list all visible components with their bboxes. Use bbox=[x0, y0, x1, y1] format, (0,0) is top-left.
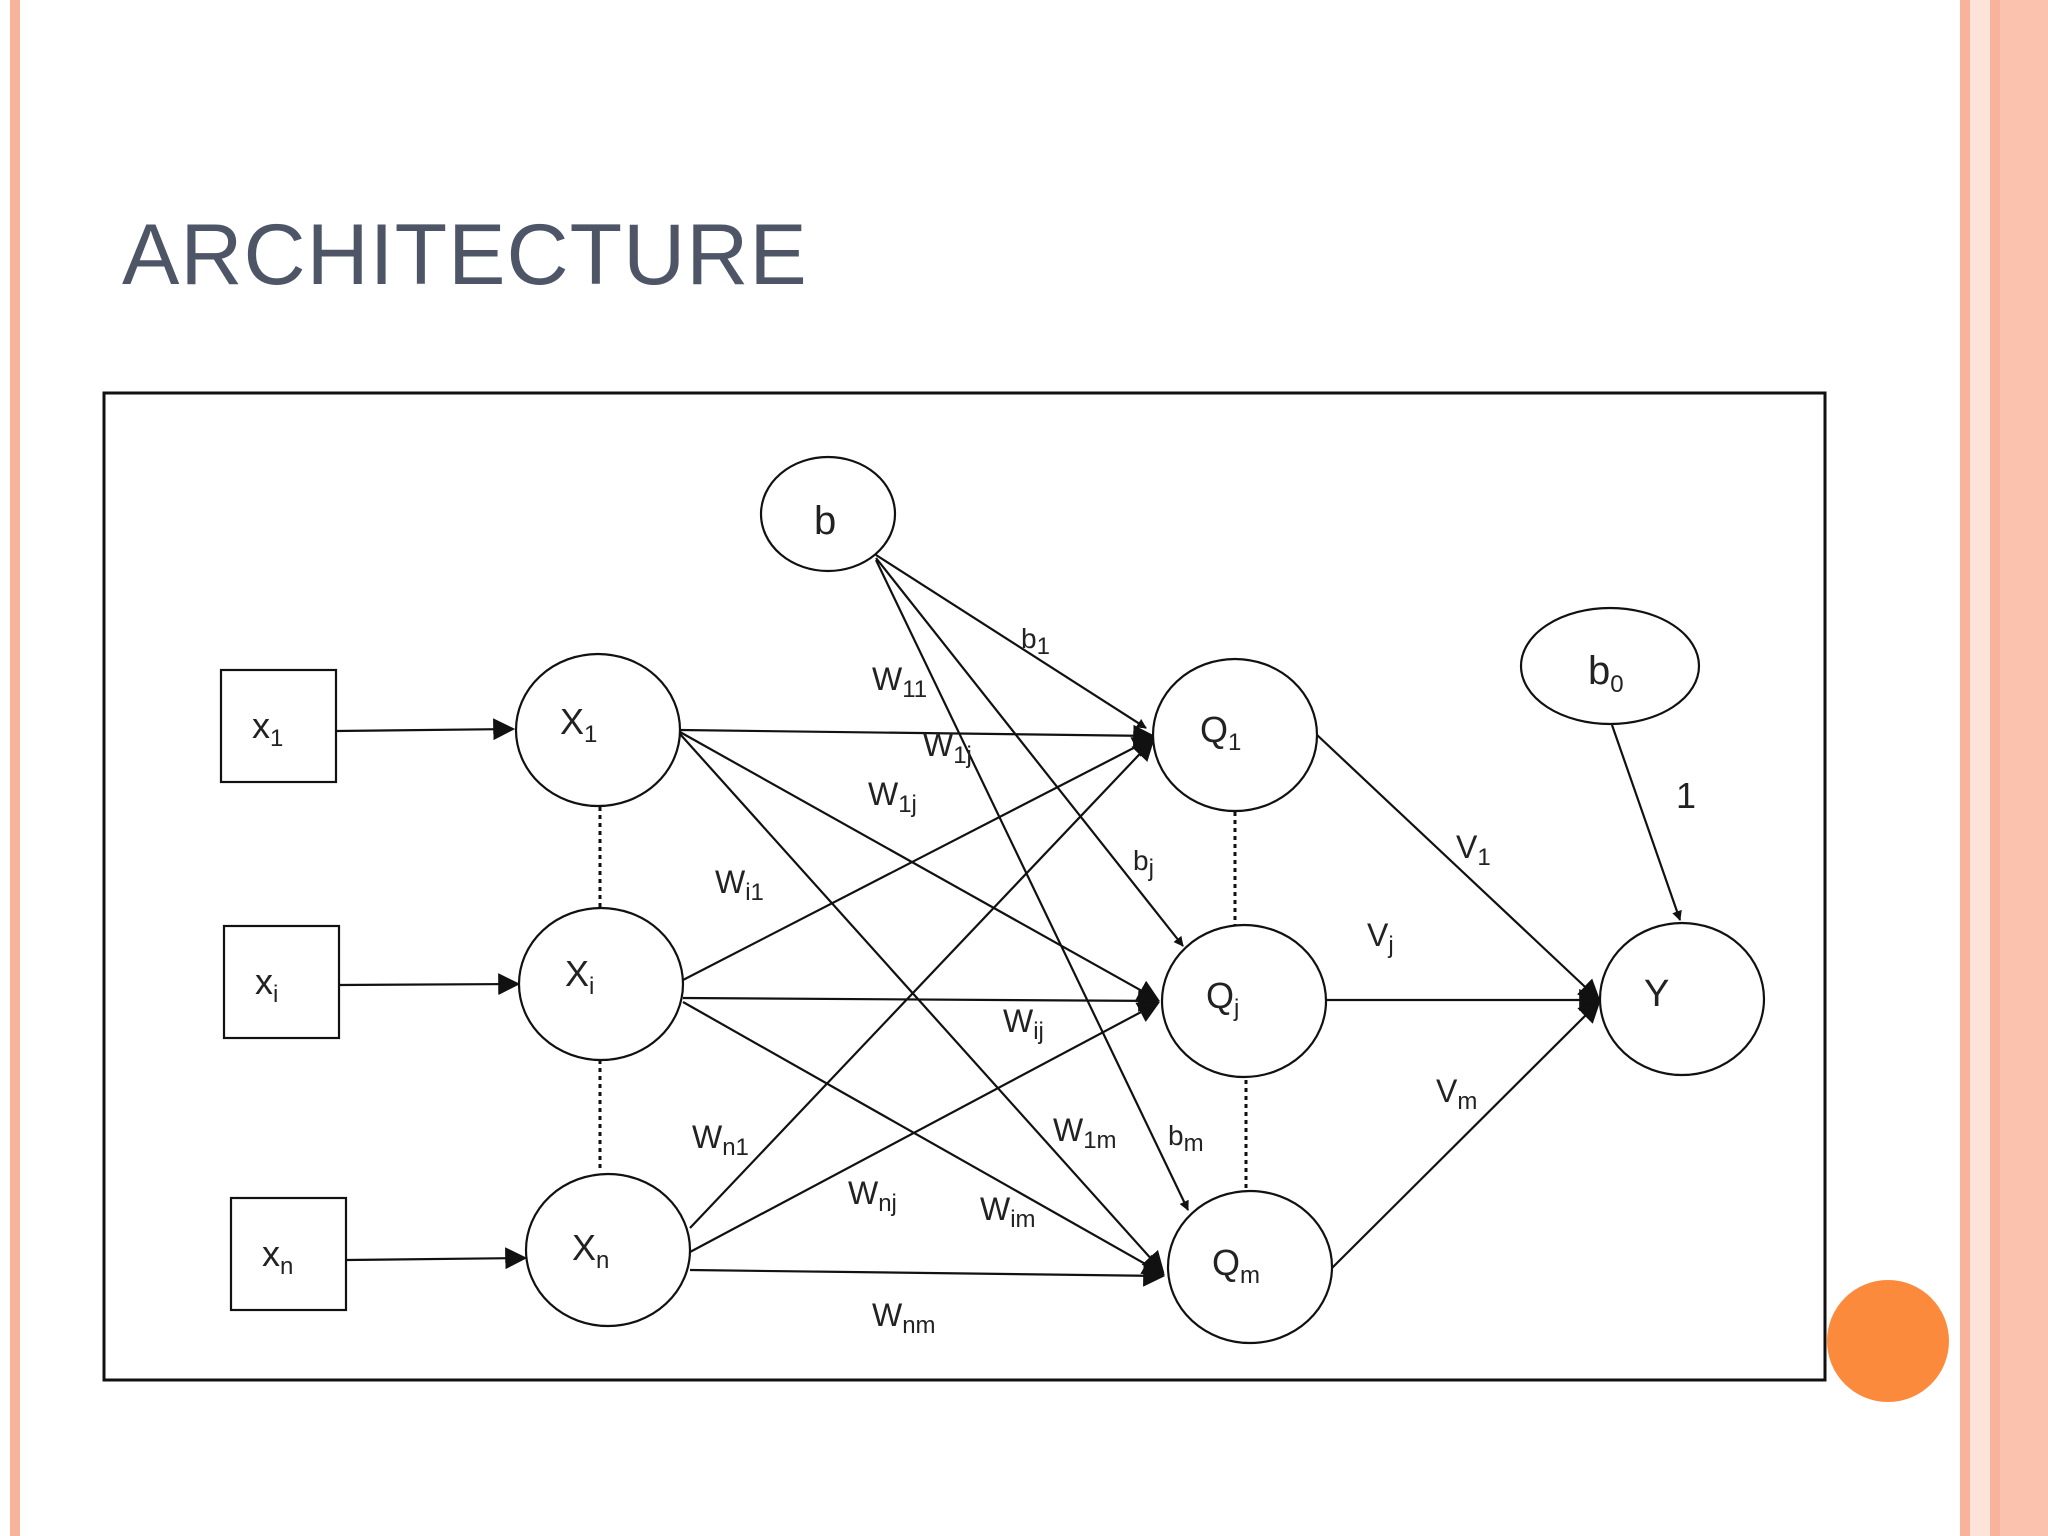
label-Y: Y bbox=[1644, 973, 1669, 1015]
input-box-x1 bbox=[219, 668, 338, 784]
label-W11: W11 bbox=[872, 661, 927, 703]
orange-accent-dot bbox=[1827, 1280, 1949, 1402]
edge-Qm-Vm-Y bbox=[1331, 1000, 1601, 1269]
label-W1j-top: W1j bbox=[923, 727, 972, 769]
edge-b-Qm bbox=[875, 559, 1189, 1211]
label-X1: X1 bbox=[560, 701, 597, 748]
slide-title: ARCHITECTURE bbox=[122, 207, 808, 303]
label-Vm: Vm bbox=[1436, 1073, 1477, 1115]
edge-X1-Q1 bbox=[679, 724, 1156, 747]
node-Qj bbox=[1160, 923, 1328, 1079]
label-bj: bj bbox=[1133, 845, 1154, 882]
label-Xn: Xn bbox=[572, 1227, 609, 1274]
node-labels: x1 xi xn X1 Xi Xn Q1 Qj Qm b b0 Y bbox=[252, 499, 1669, 1289]
edge-b-Qj bbox=[875, 557, 1184, 947]
right-border-stripe-mid bbox=[1990, 0, 2000, 1536]
label-W1m: W1m bbox=[1053, 1112, 1117, 1154]
edge-xi-Xi bbox=[338, 973, 521, 996]
label-b0: b0 bbox=[1588, 649, 1624, 698]
edge-Q1-V1-Y bbox=[1315, 733, 1601, 1002]
left-border-stripe bbox=[10, 0, 20, 1536]
label-one: 1 bbox=[1676, 775, 1696, 816]
label-input-xi: xi bbox=[255, 961, 278, 1008]
node-b bbox=[759, 455, 897, 573]
edge-Xn-Q1 bbox=[689, 738, 1155, 1229]
edge-Xi-Q1 bbox=[682, 736, 1155, 981]
edge-Xn-Qj bbox=[689, 1001, 1160, 1253]
edge-X1-Qj bbox=[679, 731, 1160, 1002]
node-Xi bbox=[517, 906, 685, 1062]
label-Wnj: Wnj bbox=[848, 1175, 897, 1217]
label-Qj: Qj bbox=[1206, 975, 1239, 1022]
label-V1: V1 bbox=[1456, 829, 1491, 871]
label-b: b bbox=[814, 499, 836, 543]
edge-Xi-Qm bbox=[682, 1001, 1165, 1276]
label-input-x1: x1 bbox=[252, 705, 283, 752]
label-Wnm: Wnm bbox=[872, 1297, 936, 1339]
label-Xi: Xi bbox=[565, 953, 594, 1000]
right-border-stripe-light bbox=[1970, 0, 1990, 1536]
node-b0 bbox=[1519, 606, 1701, 726]
label-Wim: Wim bbox=[980, 1191, 1036, 1233]
edge-b0-Y bbox=[1610, 724, 1682, 921]
label-Q1: Q1 bbox=[1200, 709, 1241, 756]
label-Vj: Vj bbox=[1367, 917, 1394, 959]
label-W1j: W1j bbox=[868, 776, 917, 818]
edge-b-Q1 bbox=[875, 554, 1147, 729]
diagram-nodes bbox=[219, 455, 1766, 1345]
edge-labels: W11 W1j W1j Wi1 Wij W1m Wn1 Wnj Wim Wnm … bbox=[692, 623, 1696, 1339]
right-border-stripe-outer bbox=[2000, 0, 2048, 1536]
edge-X1-Qm bbox=[679, 733, 1165, 1274]
label-Wij: Wij bbox=[1003, 1003, 1044, 1045]
diagram-edges bbox=[335, 554, 1682, 1287]
right-border-stripe-inner bbox=[1960, 0, 1970, 1536]
node-X1 bbox=[514, 652, 682, 808]
label-bm: bm bbox=[1168, 1120, 1204, 1157]
edge-Xn-Qm bbox=[689, 1264, 1166, 1287]
label-Qm: Qm bbox=[1212, 1242, 1260, 1289]
node-Q1 bbox=[1151, 657, 1319, 813]
edge-Xi-Qj bbox=[682, 989, 1161, 1012]
node-Y bbox=[1598, 921, 1766, 1077]
input-box-xn bbox=[229, 1196, 348, 1312]
label-input-xn: xn bbox=[262, 1233, 293, 1280]
edge-x1-X1 bbox=[335, 718, 516, 741]
edge-xn-Xn bbox=[345, 1247, 528, 1270]
label-b1: b1 bbox=[1021, 623, 1050, 660]
input-box-xi bbox=[222, 924, 341, 1040]
node-Xn bbox=[524, 1172, 692, 1328]
node-Qm bbox=[1166, 1189, 1334, 1345]
label-Wn1: Wn1 bbox=[692, 1119, 749, 1161]
label-Wi1: Wi1 bbox=[715, 864, 764, 906]
diagram-frame bbox=[102, 391, 1827, 1382]
